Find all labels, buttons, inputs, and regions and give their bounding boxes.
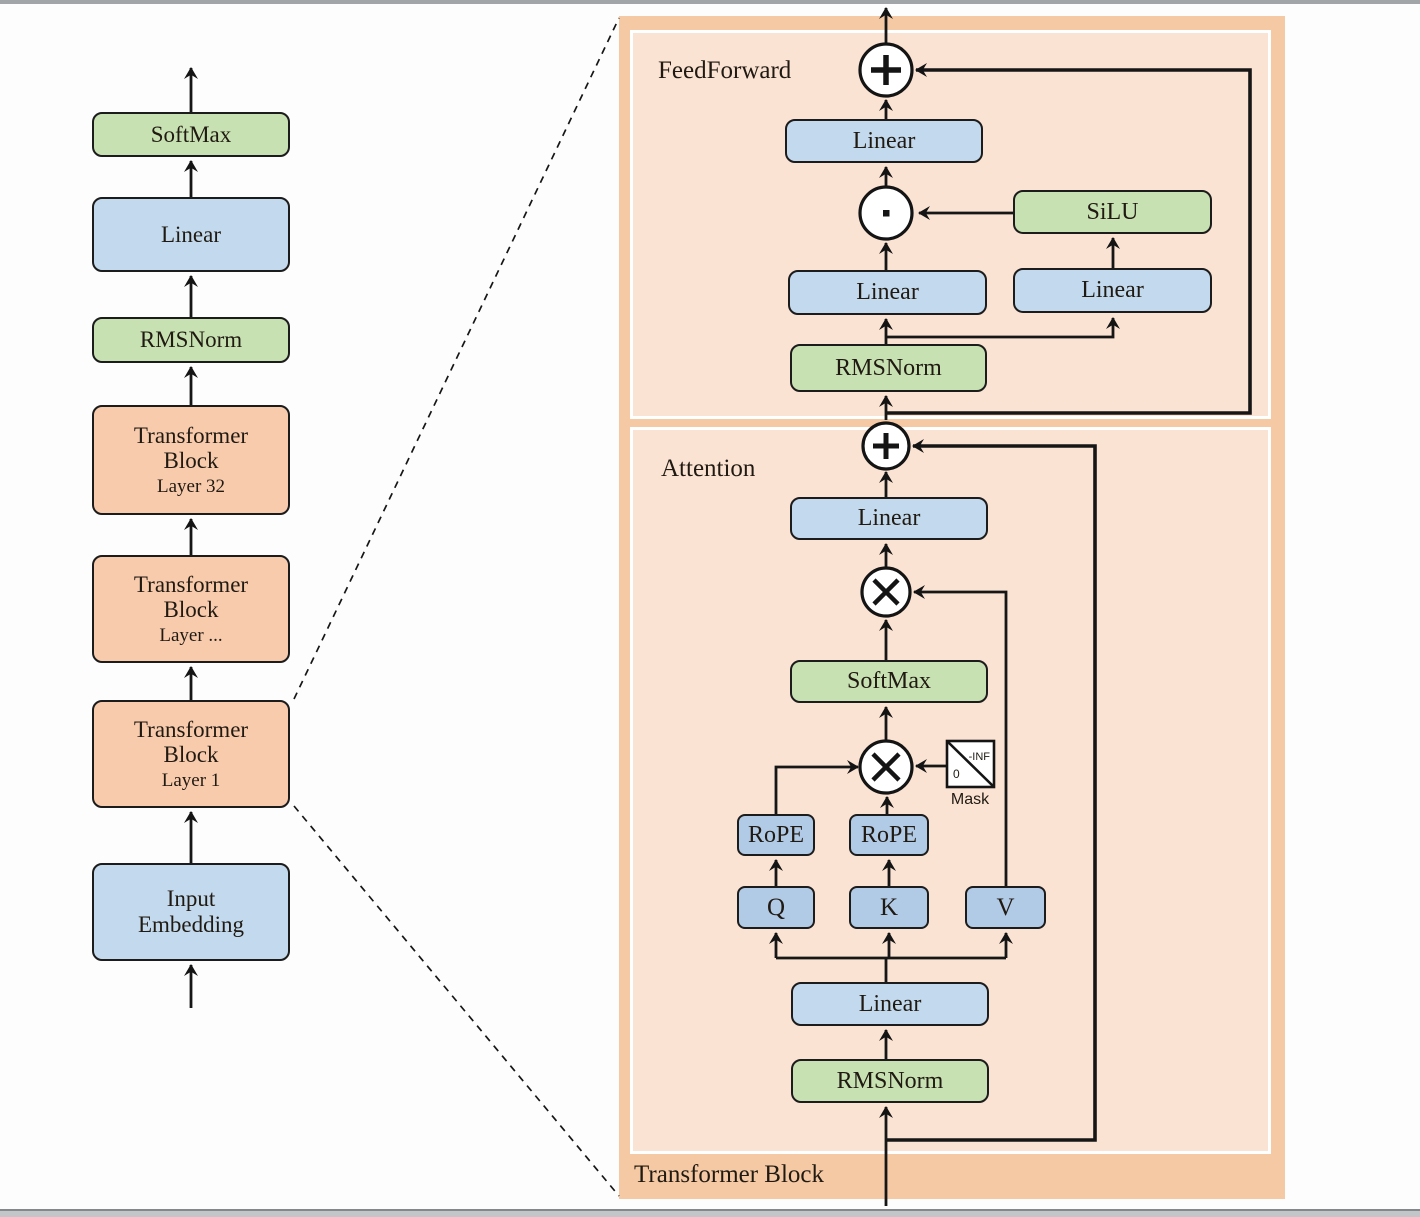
transformer-block-layer1-label: Transformer Block (133, 716, 249, 768)
softmax-block-label: SoftMax (150, 121, 232, 147)
ff-linear-right-block: Linear (1013, 268, 1212, 313)
ff-rmsnorm-block: RMSNorm (790, 344, 987, 392)
transformer-block-panel-label: Transformer Block (634, 1161, 825, 1188)
transformer-block-layer-dots-label: Transformer Block (133, 571, 249, 623)
attn-rmsnorm-block: RMSNorm (791, 1059, 989, 1103)
transformer-block-layer32-label: Transformer Block (133, 422, 249, 474)
top-window-edge (0, 0, 1420, 4)
attn-linear-in-label: Linear (858, 990, 922, 1017)
attn-linear-out-label: Linear (857, 505, 921, 532)
ff-linear-right-label: Linear (1081, 277, 1144, 304)
attn-rope-q-block: RoPE (737, 814, 815, 856)
transformer-block-layer-dots: Transformer Block Layer ... (92, 555, 290, 663)
attn-v-block: V (965, 886, 1046, 929)
transformer-block-layer32-sublabel: Layer 32 (156, 476, 226, 498)
ff-linear-out-label: Linear (852, 127, 916, 154)
dashed-connector-bottom (293, 805, 620, 1197)
attn-rope-k-block: RoPE (849, 814, 929, 856)
ff-linear-left-block: Linear (788, 270, 987, 315)
attn-rope-k-label: RoPE (860, 821, 917, 848)
dashed-connector-top (293, 17, 620, 700)
linear-block: Linear (92, 197, 290, 272)
rmsnorm-block: RMSNorm (92, 317, 290, 363)
ff-silu-label: SiLU (1086, 198, 1139, 225)
bottom-window-edge (0, 1209, 1420, 1217)
attn-k-label: K (879, 893, 899, 921)
attn-k-block: K (849, 886, 929, 929)
transformer-block-layer-dots-sublabel: Layer ... (159, 625, 223, 647)
input-embedding-block: Input Embedding (92, 863, 290, 961)
rmsnorm-block-label: RMSNorm (139, 327, 243, 353)
input-embedding-block-label: Input Embedding (137, 886, 245, 937)
attn-softmax-block: SoftMax (790, 660, 988, 703)
attn-q-label: Q (766, 893, 786, 921)
attn-softmax-label: SoftMax (847, 668, 931, 695)
attn-linear-in-block: Linear (791, 982, 989, 1026)
ff-rmsnorm-label: RMSNorm (835, 354, 942, 381)
attention-label: Attention (661, 455, 756, 482)
transformer-block-layer32: Transformer Block Layer 32 (92, 405, 290, 515)
attn-v-label: V (996, 893, 1015, 921)
softmax-block: SoftMax (92, 112, 290, 157)
ff-linear-out-block: Linear (785, 119, 983, 163)
attn-rope-q-label: RoPE (747, 821, 804, 848)
feedforward-label: FeedForward (658, 57, 792, 84)
ff-silu-block: SiLU (1013, 190, 1212, 234)
attn-rmsnorm-label: RMSNorm (836, 1067, 944, 1094)
attn-q-block: Q (737, 886, 815, 929)
transformer-block-layer1: Transformer Block Layer 1 (92, 700, 290, 808)
ff-linear-left-label: Linear (856, 279, 919, 306)
transformer-block-layer1-sublabel: Layer 1 (161, 770, 221, 792)
linear-block-label: Linear (160, 221, 221, 247)
attn-linear-out-block: Linear (790, 497, 988, 540)
